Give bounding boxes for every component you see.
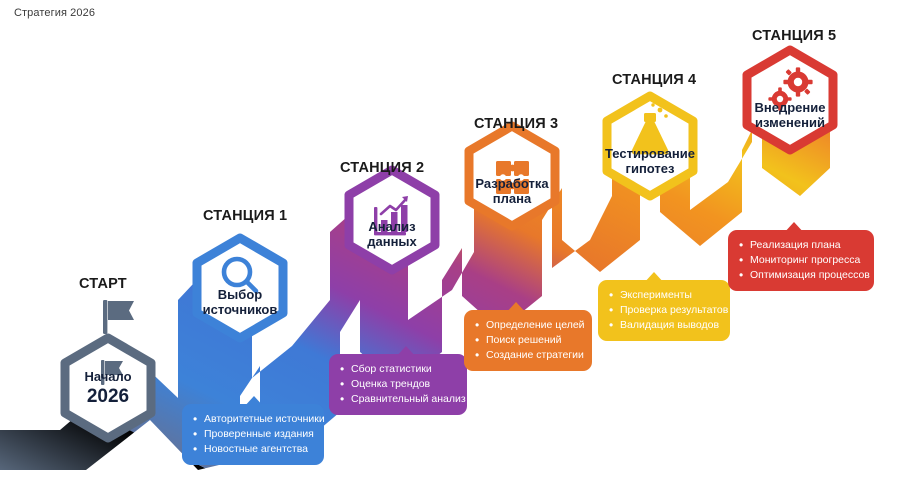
list-item: Поиск решений [473,332,581,348]
flask-icon [631,103,669,155]
node-station-2[interactable] [344,165,440,275]
station-4-caption: СТАНЦИЯ 4 [612,72,697,88]
node-station-3[interactable] [464,121,560,231]
station-3-caption: СТАНЦИЯ 3 [474,116,559,132]
bar-chart-icon [374,196,408,236]
gears-icon [768,67,813,111]
station-5-caption: СТАНЦИЯ 5 [752,28,837,44]
station-3-bullets: Определение целей Поиск решений Создание… [464,310,592,371]
flag-icon-large [103,300,134,334]
node-station-5[interactable] [742,45,838,155]
page-title: Стратегия 2026 [14,7,96,19]
list-item: Сравнительный анализ [338,391,466,407]
node-station-4[interactable] [602,91,698,201]
station-2-bullets: Сбор статистики Оценка трендов Сравнител… [329,354,467,415]
list-item: Сбор статистики [338,361,456,377]
station-4-bullets: Эксперименты Проверка результатов Валида… [598,280,730,341]
start-title-line2: 2026 [86,386,130,407]
puzzle-icon [496,161,529,194]
start-title-line1: Начало [84,369,132,384]
list-item: Мониторинг прогресса [737,252,863,268]
start-caption: СТАРТ [79,276,127,292]
station-2-title: Анализ данных [367,219,417,249]
station-3-title: Разработка плана [475,176,549,206]
list-item: Проверка результатов [607,302,728,318]
node-start[interactable] [60,333,156,443]
magnifier-icon [221,256,259,294]
list-item: Проверенные издания [191,426,314,442]
list-item: Оценка трендов [338,376,456,392]
station-5-title: Внедрение изменений [754,100,826,130]
flag-icon [101,360,123,385]
list-item: Авторитетные источники [191,411,325,427]
station-1-caption: СТАНЦИЯ 1 [203,208,288,224]
list-item: Новостные агентства [191,441,313,457]
station-1-title: Выбор источников [202,287,278,317]
list-item: Валидация выводов [607,317,719,333]
station-4-title: Тестирование гипотез [605,146,695,176]
station-1-bullets: Авторитетные источники Проверенные издан… [182,404,325,465]
list-item: Создание стратегии [473,347,584,363]
station-5-bullets: Реализация плана Мониторинг прогресса Оп… [728,230,874,291]
list-item: Реализация плана [737,237,863,253]
list-item: Определение целей [473,317,585,333]
list-item: Эксперименты [607,287,719,303]
station-2-caption: СТАНЦИЯ 2 [340,160,425,176]
list-item: Оптимизация процессов [737,267,870,283]
node-station-1[interactable] [192,233,288,343]
